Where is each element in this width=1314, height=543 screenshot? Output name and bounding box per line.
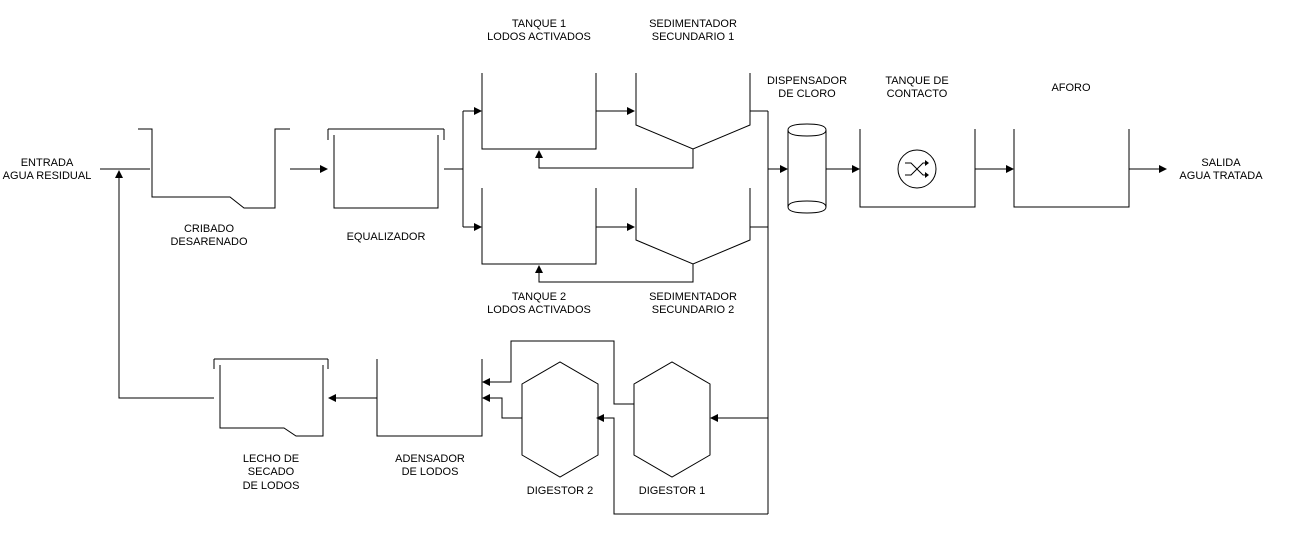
screening-label: CRIBADO DESARENADO xyxy=(170,223,247,248)
svg-text:DE LODOS: DE LODOS xyxy=(243,480,300,492)
digester1-to-thickener xyxy=(482,340,634,405)
svg-text:TANQUE 1: TANQUE 1 xyxy=(512,18,566,30)
svg-text:SECUNDARIO 1: SECUNDARIO 1 xyxy=(652,31,735,43)
svg-text:LODOS ACTIVADOS: LODOS ACTIVADOS xyxy=(487,304,591,316)
equalizer-tank xyxy=(327,128,445,209)
svg-text:SEDIMENTADOR: SEDIMENTADOR xyxy=(649,291,737,303)
secondary-settler-2 xyxy=(635,188,751,265)
svg-text:AGUA TRATADA: AGUA TRATADA xyxy=(1179,170,1263,182)
svg-text:ADENSADOR: ADENSADOR xyxy=(395,453,465,465)
svg-text:SEDIMENTADOR: SEDIMENTADOR xyxy=(649,18,737,30)
svg-text:DE LODOS: DE LODOS xyxy=(402,466,459,478)
tank1-label: TANQUE 1 LODOS ACTIVADOS xyxy=(487,18,591,43)
thickener-label: ADENSADOR DE LODOS xyxy=(395,453,465,478)
filtrate-return-line xyxy=(115,170,214,399)
digester2-to-thickener xyxy=(482,394,522,419)
chlorine-label: DISPENSADOR DE CLORO xyxy=(767,75,847,100)
svg-text:CRIBADO: CRIBADO xyxy=(184,223,235,235)
screening-grit-tank xyxy=(138,128,290,209)
digester-2 xyxy=(521,361,599,478)
svg-text:DE CLORO: DE CLORO xyxy=(778,88,836,100)
sludge-drying-bed xyxy=(213,358,329,437)
settler2-label: SEDIMENTADOR SECUNDARIO 2 xyxy=(649,291,737,316)
contact-tank-label: TANQUE DE CONTACTO xyxy=(885,75,948,100)
digester1-label: DIGESTOR 1 xyxy=(639,485,705,497)
sludge-return-1 xyxy=(535,149,694,169)
contact-tank xyxy=(859,129,976,208)
svg-text:DESARENADO: DESARENADO xyxy=(170,236,247,248)
chlorine-dispenser xyxy=(787,123,827,214)
activated-sludge-tank-1 xyxy=(481,73,597,150)
svg-text:TANQUE DE: TANQUE DE xyxy=(885,75,948,87)
svg-text:AGUA RESIDUAL: AGUA RESIDUAL xyxy=(3,170,92,182)
svg-text:SECUNDARIO 2: SECUNDARIO 2 xyxy=(652,304,735,316)
shuffle-icon xyxy=(897,149,937,189)
activated-sludge-tank-2 xyxy=(481,188,597,265)
svg-text:CONTACTO: CONTACTO xyxy=(887,88,948,100)
svg-text:LECHO DE: LECHO DE xyxy=(243,453,299,465)
tank2-label: TANQUE 2 LODOS ACTIVADOS xyxy=(487,291,591,316)
drying-bed-label: LECHO DE SECADO DE LODOS xyxy=(243,453,300,492)
equalizer-label: EQUALIZADOR xyxy=(347,231,426,243)
loop-to-digester2 xyxy=(596,414,768,515)
svg-text:SALIDA: SALIDA xyxy=(1201,157,1241,169)
digester2-label: DIGESTOR 2 xyxy=(527,485,593,497)
aforo-channel xyxy=(1013,129,1130,208)
inlet-label: ENTRADA AGUA RESIDUAL xyxy=(3,157,92,182)
digester-1 xyxy=(633,361,711,478)
settler1-label: SEDIMENTADOR SECUNDARIO 1 xyxy=(649,18,737,43)
thickener xyxy=(376,359,483,437)
svg-text:TANQUE 2: TANQUE 2 xyxy=(512,291,566,303)
svg-text:SECADO: SECADO xyxy=(248,466,295,478)
svg-text:ENTRADA: ENTRADA xyxy=(21,157,74,169)
svg-text:LODOS ACTIVADOS: LODOS ACTIVADOS xyxy=(487,31,591,43)
sludge-return-2 xyxy=(535,264,694,283)
outlet-label: SALIDA AGUA TRATADA xyxy=(1179,157,1263,182)
secondary-settler-1 xyxy=(635,73,751,150)
svg-text:DISPENSADOR: DISPENSADOR xyxy=(767,75,847,87)
aforo-label: AFORO xyxy=(1051,82,1091,94)
